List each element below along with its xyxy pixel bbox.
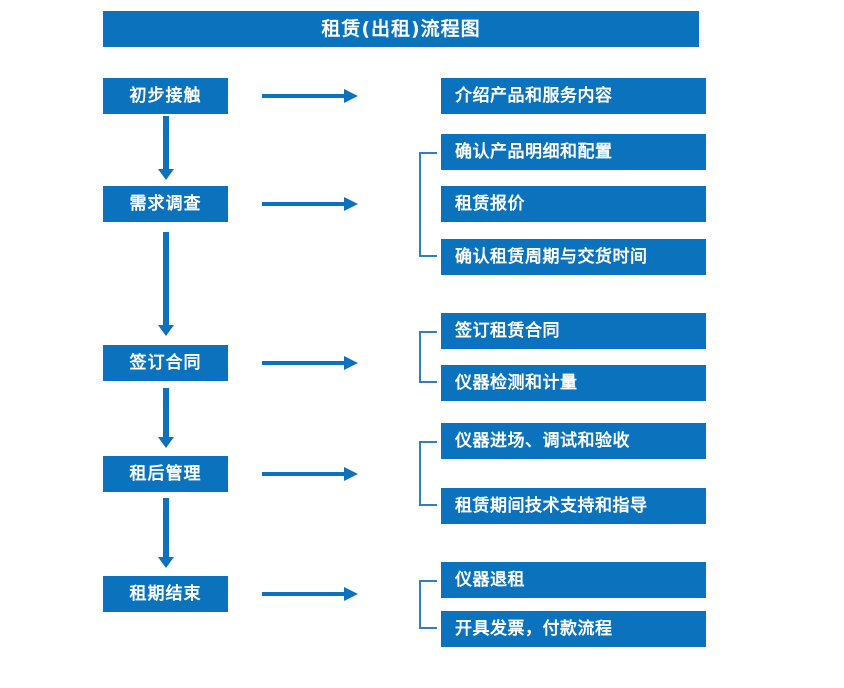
arrow-head xyxy=(158,169,174,180)
group-bracket-3 xyxy=(419,331,437,383)
arrow-shaft xyxy=(262,361,344,365)
arrow-down-1 xyxy=(158,116,174,180)
arrow-down-3 xyxy=(158,388,174,448)
detail-box-4-2[interactable]: 租赁期间技术支持和指导 xyxy=(441,488,706,524)
detail-box-3-2[interactable]: 仪器检测和计量 xyxy=(441,365,706,401)
detail-box-5-1[interactable]: 仪器退租 xyxy=(441,562,706,598)
stage-box-5[interactable]: 租期结束 xyxy=(103,576,228,612)
arrow-head xyxy=(344,587,358,601)
arrow-right-3 xyxy=(262,354,358,372)
group-bracket-4 xyxy=(419,441,437,506)
arrow-shaft xyxy=(163,116,169,169)
arrow-shaft xyxy=(163,498,169,557)
detail-box-4-1[interactable]: 仪器进场、调试和验收 xyxy=(441,423,706,459)
detail-box-3-1[interactable]: 签订租赁合同 xyxy=(441,313,706,349)
arrow-right-1 xyxy=(262,87,358,105)
arrow-shaft xyxy=(163,388,169,437)
arrow-down-4 xyxy=(158,498,174,568)
detail-box-5-2[interactable]: 开具发票，付款流程 xyxy=(441,611,706,647)
arrow-head xyxy=(344,467,358,481)
arrow-shaft xyxy=(262,592,344,596)
stage-box-4[interactable]: 租后管理 xyxy=(103,456,228,492)
group-bracket-5 xyxy=(419,580,437,629)
detail-box-2-1[interactable]: 确认产品明细和配置 xyxy=(441,134,706,170)
arrow-down-2 xyxy=(158,232,174,336)
arrow-shaft xyxy=(262,472,344,476)
arrow-head xyxy=(344,356,358,370)
arrow-head xyxy=(158,557,174,568)
page-title: 租赁(出租)流程图 xyxy=(103,11,699,47)
arrow-shaft xyxy=(262,202,344,206)
arrow-shaft xyxy=(163,232,169,325)
arrow-head xyxy=(158,325,174,336)
arrow-right-2 xyxy=(262,195,358,213)
detail-box-2-3[interactable]: 确认租赁周期与交货时间 xyxy=(441,239,706,275)
stage-box-3[interactable]: 签订合同 xyxy=(103,345,228,381)
group-bracket-2 xyxy=(419,152,437,257)
detail-box-1-1[interactable]: 介绍产品和服务内容 xyxy=(441,78,706,114)
arrow-right-5 xyxy=(262,585,358,603)
arrow-shaft xyxy=(262,94,344,98)
stage-box-1[interactable]: 初步接触 xyxy=(103,78,228,114)
stage-box-2[interactable]: 需求调查 xyxy=(103,186,228,222)
arrow-head xyxy=(344,197,358,211)
arrow-right-4 xyxy=(262,465,358,483)
arrow-head xyxy=(344,89,358,103)
arrow-head xyxy=(158,437,174,448)
detail-box-2-2[interactable]: 租赁报价 xyxy=(441,186,706,222)
